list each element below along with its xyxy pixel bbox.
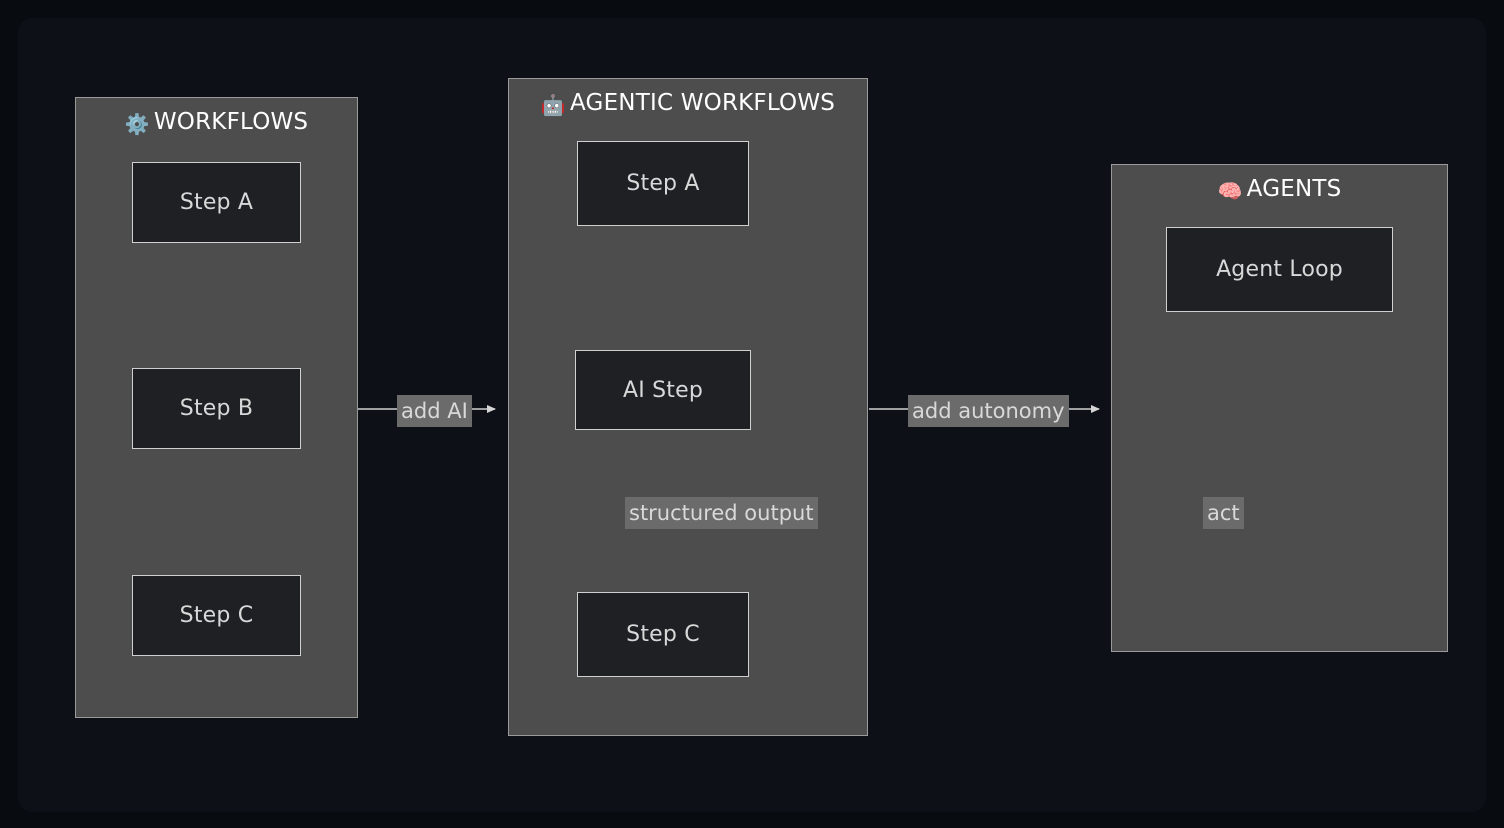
node-agent-loop[interactable]: Agent Loop xyxy=(1166,227,1393,312)
edge-label-act: act xyxy=(1203,497,1244,529)
cluster-agents-title: 🧠AGENTS xyxy=(1112,175,1447,205)
node-label: Step A xyxy=(179,190,254,215)
node-agentic-step-a[interactable]: Step A xyxy=(577,141,749,226)
node-label: Step C xyxy=(626,622,700,647)
node-agentic-step-c[interactable]: Step C xyxy=(577,592,749,677)
node-agentic-ai-step[interactable]: AI Step xyxy=(575,350,751,430)
robot-icon: 🤖 xyxy=(540,93,567,117)
edge-label-add-ai: add AI xyxy=(397,395,472,427)
node-label: AI Step xyxy=(622,377,704,403)
gear-icon: ⚙️ xyxy=(124,112,150,136)
cluster-workflows-title-text: WORKFLOWS xyxy=(153,109,309,135)
cluster-agentic-workflows-title: 🤖AGENTIC WORKFLOWS xyxy=(509,89,867,119)
cluster-agents-title-text: AGENTS xyxy=(1246,176,1342,202)
node-label: Step C xyxy=(179,603,254,628)
brain-icon: 🧠 xyxy=(1217,179,1243,203)
cluster-agentic-workflows-title-text: AGENTIC WORKFLOWS xyxy=(570,90,836,116)
node-workflows-step-c[interactable]: Step C xyxy=(132,575,301,656)
node-workflows-step-a[interactable]: Step A xyxy=(132,162,301,243)
node-workflows-step-b[interactable]: Step B xyxy=(132,368,301,449)
cluster-workflows-title: ⚙️WORKFLOWS xyxy=(76,108,357,138)
node-label: Step B xyxy=(179,396,254,421)
edge-label-structured-output: structured output xyxy=(625,497,818,529)
node-label: Step A xyxy=(626,171,700,196)
node-label: Agent Loop xyxy=(1216,257,1343,282)
edge-label-add-autonomy: add autonomy xyxy=(908,395,1069,427)
